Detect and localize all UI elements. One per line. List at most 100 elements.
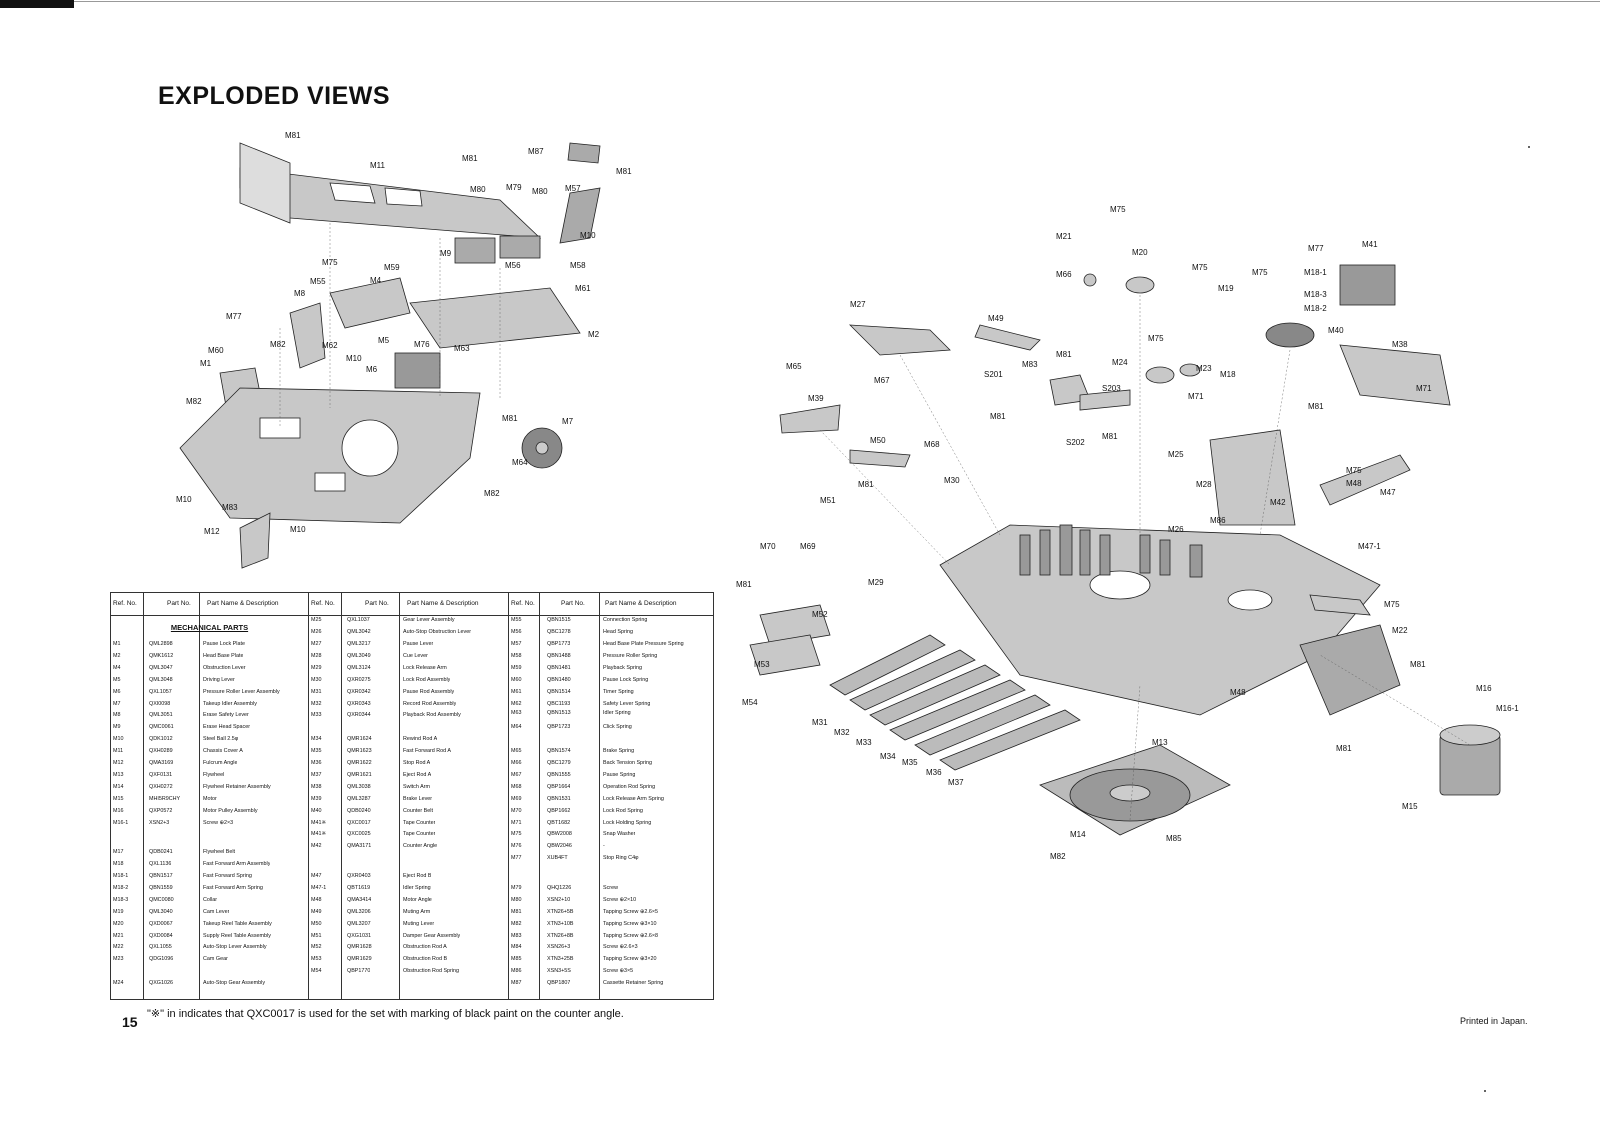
header-ref-no: Ref. No. — [511, 600, 535, 607]
callout-label: M53 — [754, 660, 770, 669]
callout-label: M82 — [186, 397, 202, 406]
callout-label: M81 — [1336, 744, 1352, 753]
part-no-cell: XTN3+10B — [547, 920, 574, 927]
description-cell: Tapping Screw ⊕2.6×8 — [603, 932, 659, 939]
part-no-cell: XSN2+3 — [149, 819, 170, 826]
page-number: 15 — [122, 1014, 138, 1030]
part-no-cell: QXG1031 — [347, 932, 371, 939]
ref-no-cell: M24 — [113, 980, 124, 987]
ref-no-cell: M5 — [113, 676, 121, 683]
callout-label: M71 — [1188, 392, 1204, 401]
description-cell: Auto-Stop Lever Assembly — [203, 944, 267, 951]
description-cell: Tapping Screw ⊕2.6×5 — [603, 908, 659, 915]
part-no-cell: QMA3414 — [347, 896, 372, 903]
ref-no-cell: M69 — [511, 795, 522, 802]
description-cell: Erase Safety Lever — [203, 712, 249, 719]
callout-label: M19 — [1218, 284, 1234, 293]
part-no-cell: QDK1012 — [149, 736, 173, 743]
callout-label: M6 — [366, 365, 378, 374]
description-cell: Pressure Roller Spring — [603, 652, 658, 659]
part-no-cell: QXD0067 — [149, 920, 173, 927]
callout-label: M82 — [270, 340, 286, 349]
part-no-cell: QXH0289 — [149, 748, 173, 755]
ref-no-cell: M28 — [311, 652, 322, 659]
description-cell: Click Spring — [603, 724, 632, 731]
header-part-no: Part No. — [561, 600, 585, 607]
ref-no-cell: M13 — [113, 771, 124, 778]
part-no-cell: QML3042 — [347, 629, 371, 636]
part-no-cell: QXL1055 — [149, 944, 172, 951]
callout-label: M30 — [944, 476, 960, 485]
ref-no-cell: M61 — [511, 688, 522, 695]
part-no-cell: XSN3+5S — [547, 968, 571, 975]
description-cell: Lock Release Arm Spring — [603, 795, 664, 802]
part-no-cell: QBP1662 — [547, 807, 571, 814]
ref-no-cell: M7 — [113, 700, 121, 707]
part-no-cell: QBW2046 — [547, 843, 572, 850]
ref-no-cell: M33 — [311, 712, 322, 719]
description-cell: Screw ⊕3×5 — [603, 968, 634, 975]
description-cell: Flywheel Belt — [203, 849, 236, 856]
callout-label: M16-1 — [1496, 704, 1519, 713]
callout-label: M69 — [800, 542, 816, 551]
callout-label: M79 — [506, 183, 522, 192]
part-no-cell: QXF0131 — [149, 771, 173, 778]
ref-no-cell: M76 — [511, 843, 522, 850]
part-no-cell: QBN1555 — [547, 771, 571, 778]
description-cell: Screw — [603, 884, 618, 891]
ref-no-cell: M66 — [511, 760, 522, 766]
callout-label: M16 — [1476, 684, 1492, 693]
ref-no-cell: M40 — [311, 807, 322, 814]
callout-label: M13 — [1152, 738, 1168, 747]
callout-label: M22 — [1392, 626, 1408, 635]
part-no-cell: QML3049 — [347, 652, 371, 659]
callout-label: M18-3 — [1304, 290, 1327, 299]
description-cell: Stop Ring C4φ — [603, 855, 639, 862]
callout-label: M81 — [1308, 402, 1324, 411]
callout-label: M49 — [988, 314, 1004, 323]
ref-no-cell: M81 — [511, 908, 522, 915]
ref-no-cell: M54 — [311, 968, 322, 975]
description-cell: Erase Head Spacer — [203, 724, 251, 731]
description-cell: Fast Forward Arm Spring — [203, 884, 263, 891]
part-no-cell: QXR0403 — [347, 873, 371, 880]
part-no-cell: QXG1026 — [149, 980, 173, 987]
part-no-cell: XTN26+5B — [547, 908, 574, 915]
description-cell: Supply Reel Table Assembly — [203, 932, 271, 939]
callout-label: M75 — [1148, 334, 1164, 343]
part-no-cell: QML3287 — [347, 795, 371, 802]
callout-label: M81 — [1056, 350, 1072, 359]
callout-label: M36 — [926, 768, 942, 777]
ref-no-cell: M67 — [511, 771, 522, 778]
ref-no-cell: M2 — [113, 652, 121, 659]
page-title: EXPLODED VIEWS — [158, 82, 391, 110]
ref-no-cell: M64 — [511, 724, 522, 731]
part-no-cell: QML3038 — [347, 783, 371, 790]
callout-label: M38 — [1392, 340, 1408, 349]
ref-no-cell: M16-1 — [113, 819, 129, 826]
part-no-cell: QMR1629 — [347, 956, 372, 963]
header-part-no: Part No. — [365, 600, 389, 607]
ref-no-cell: M37 — [311, 771, 322, 778]
